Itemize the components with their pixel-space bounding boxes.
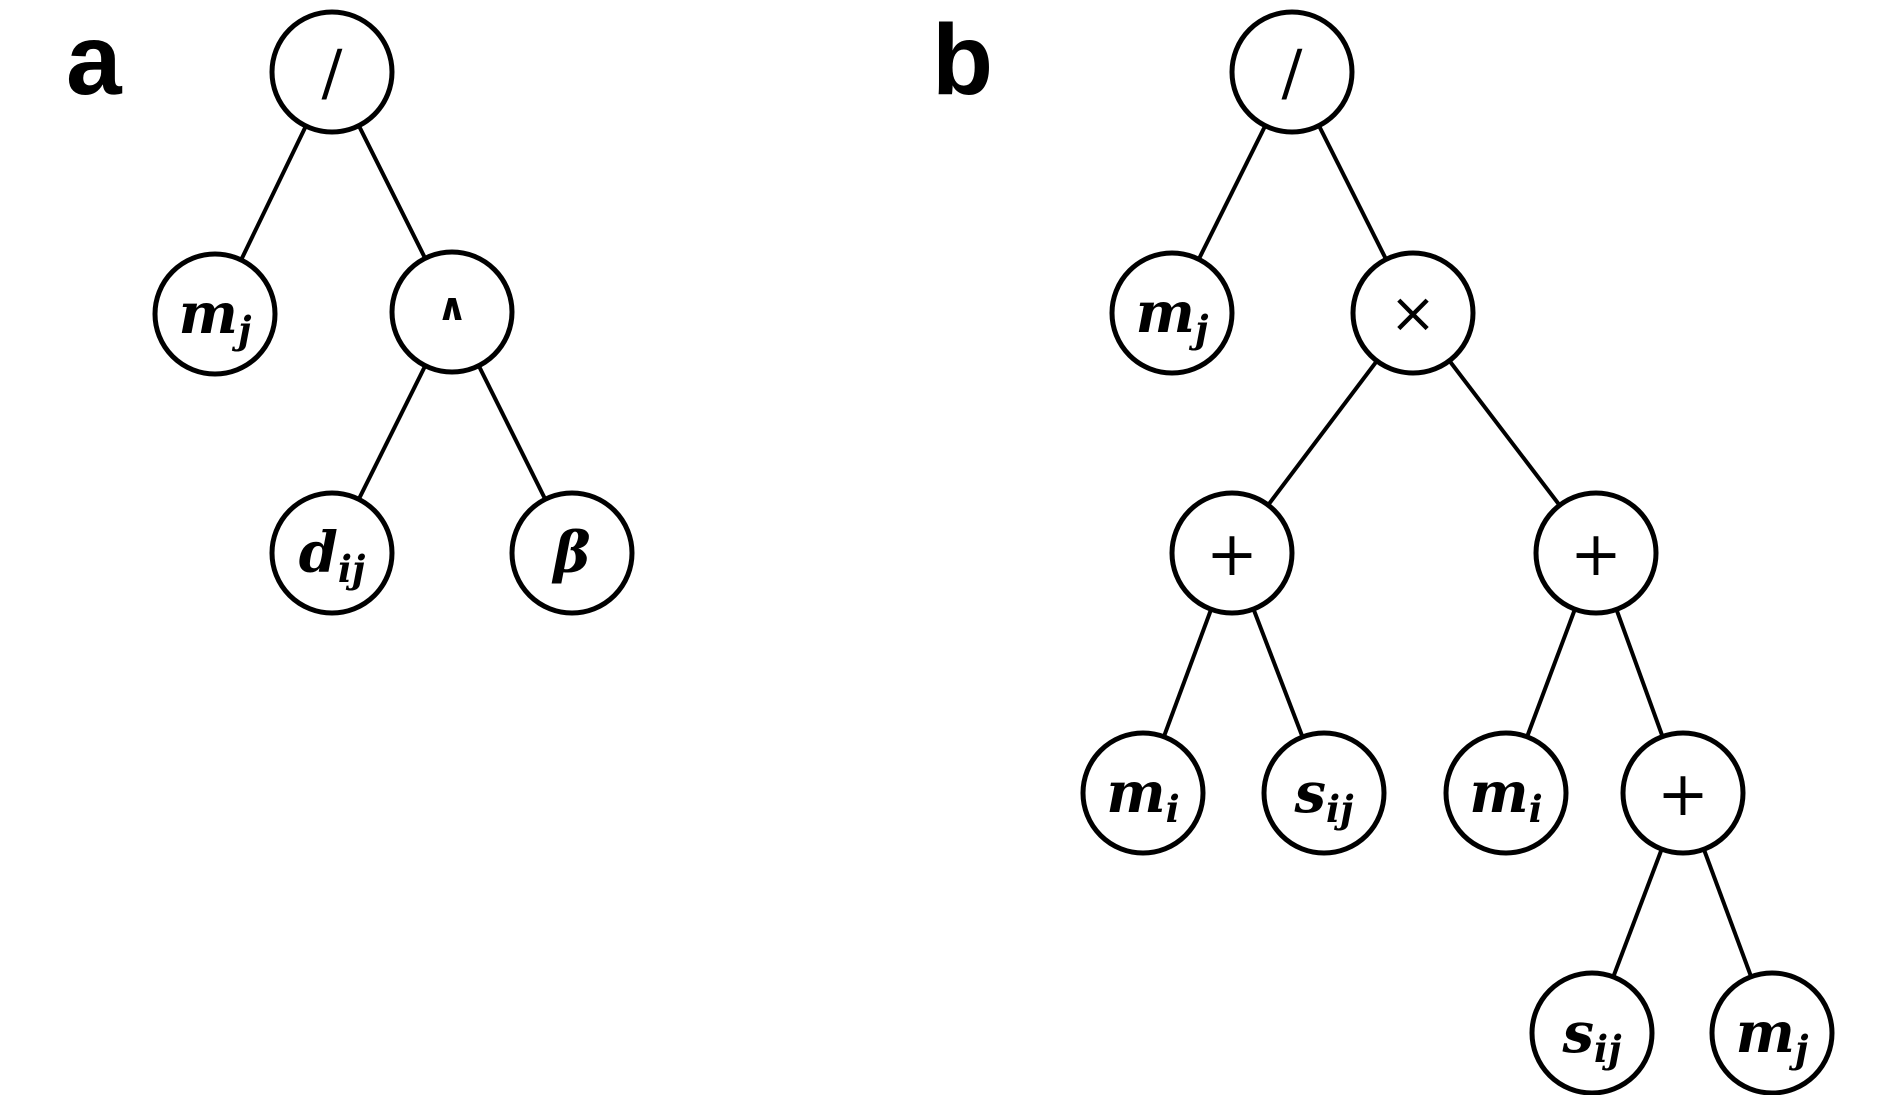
node-circle-b-plus-right <box>1533 490 1659 616</box>
node-label-b-plus-bottom: + <box>1657 757 1709 830</box>
node-circle-b-mj-1 <box>1109 250 1235 376</box>
node-label-b-mi-1: mi <box>1106 760 1179 831</box>
node-circle-b-mi-1 <box>1080 730 1206 856</box>
node-circle-a-beta <box>509 490 635 616</box>
panel-b: b / mj × + + mi sij mi + sij mj <box>932 4 1835 1095</box>
node-circle-a-power <box>389 249 515 375</box>
node-circle-b-sij-2 <box>1529 970 1655 1095</box>
node-label-b-divide: / <box>1282 36 1303 109</box>
node-circle-b-divide <box>1229 9 1355 135</box>
node-label-a-divide: / <box>322 36 343 109</box>
panel-label-b: b <box>932 4 993 116</box>
node-label-b-plus-right: + <box>1570 517 1622 590</box>
node-label-a-beta: β <box>551 520 590 586</box>
node-circle-a-divide <box>269 9 395 135</box>
panel-a: a / mj ∧ dij β <box>66 4 635 616</box>
node-circle-b-plus-bottom <box>1620 730 1746 856</box>
node-circle-b-plus-left <box>1169 490 1295 616</box>
node-label-a-mj: mj <box>179 281 252 352</box>
node-label-b-mj-1: mj <box>1136 280 1209 351</box>
node-circle-a-dij <box>269 490 395 616</box>
node-label-b-plus-left: + <box>1206 517 1258 590</box>
node-circle-b-times <box>1350 250 1476 376</box>
panel-label-a: a <box>66 4 123 116</box>
node-label-a-power: ∧ <box>437 285 468 329</box>
node-label-a-dij: dij <box>299 520 366 591</box>
node-circle-a-mj <box>152 251 278 377</box>
node-label-b-times: × <box>1390 281 1437 346</box>
node-circle-b-sij-1 <box>1261 730 1387 856</box>
node-circle-b-mi-2 <box>1443 730 1569 856</box>
node-label-b-sij-1: sij <box>1294 760 1355 831</box>
node-label-b-mi-2: mi <box>1469 760 1542 831</box>
node-circle-b-mj-2 <box>1709 970 1835 1095</box>
node-label-b-mj-2: mj <box>1736 1000 1809 1071</box>
node-label-b-sij-2: sij <box>1562 1000 1623 1071</box>
